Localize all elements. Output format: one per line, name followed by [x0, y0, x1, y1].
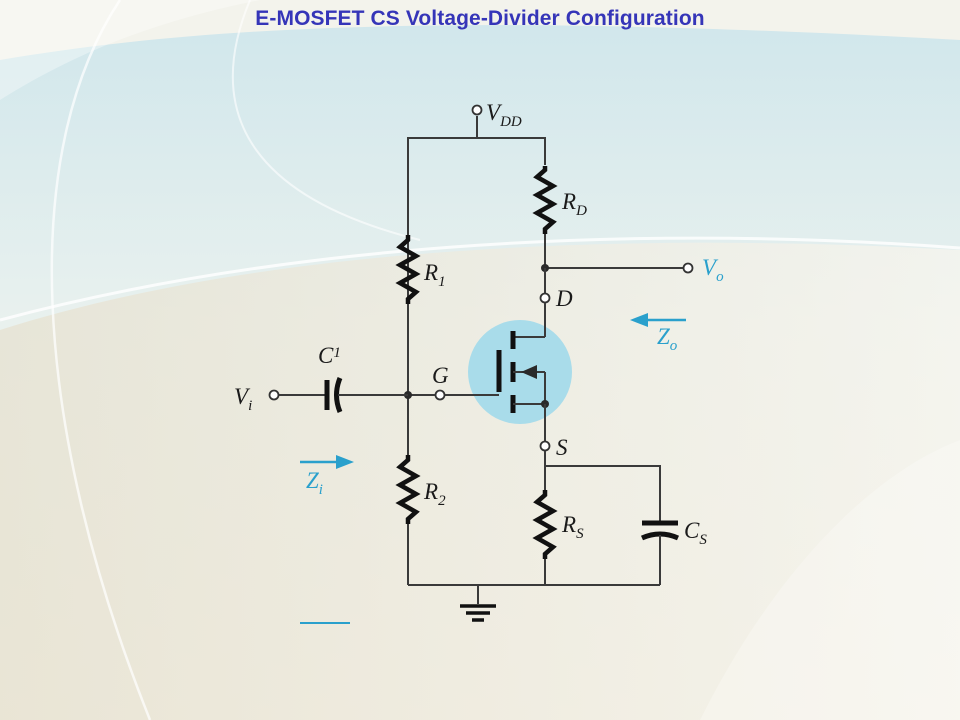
label-zi: Zi — [306, 468, 323, 498]
zi-arrow — [300, 455, 354, 469]
label-vi: Vi — [234, 384, 252, 414]
label-vo: Vo — [702, 255, 724, 285]
resistor-r2 — [395, 455, 421, 524]
slide-title: E-MOSFET CS Voltage-Divider Configuratio… — [255, 7, 705, 30]
capacitor-c1 — [268, 377, 408, 413]
zo-arrow — [630, 313, 686, 327]
label-vdd: VDD — [486, 100, 522, 130]
gate-terminal — [434, 389, 446, 401]
label-source: S — [556, 435, 568, 460]
label-drain: D — [555, 286, 573, 311]
label-gate: G — [432, 363, 449, 388]
ground-icon — [460, 604, 496, 622]
label-zo: Zo — [657, 324, 678, 354]
label-r1: R1 — [423, 260, 446, 290]
capacitor-cs — [545, 465, 680, 585]
vo-output — [541, 262, 694, 274]
ground-rail — [408, 584, 660, 604]
source-terminal — [539, 440, 551, 452]
e-mosfet-symbol — [445, 303, 549, 413]
label-c1: C1 — [318, 343, 341, 368]
label-r2: R2 — [423, 479, 446, 509]
drain-terminal — [539, 292, 551, 304]
vdd-rail — [407, 104, 546, 310]
label-rs: RS — [561, 512, 584, 542]
label-cs: CS — [684, 518, 707, 548]
label-rd: RD — [561, 189, 587, 219]
resistor-rd — [532, 166, 558, 234]
resistor-r1 — [395, 235, 421, 304]
resistor-rs — [532, 490, 558, 559]
